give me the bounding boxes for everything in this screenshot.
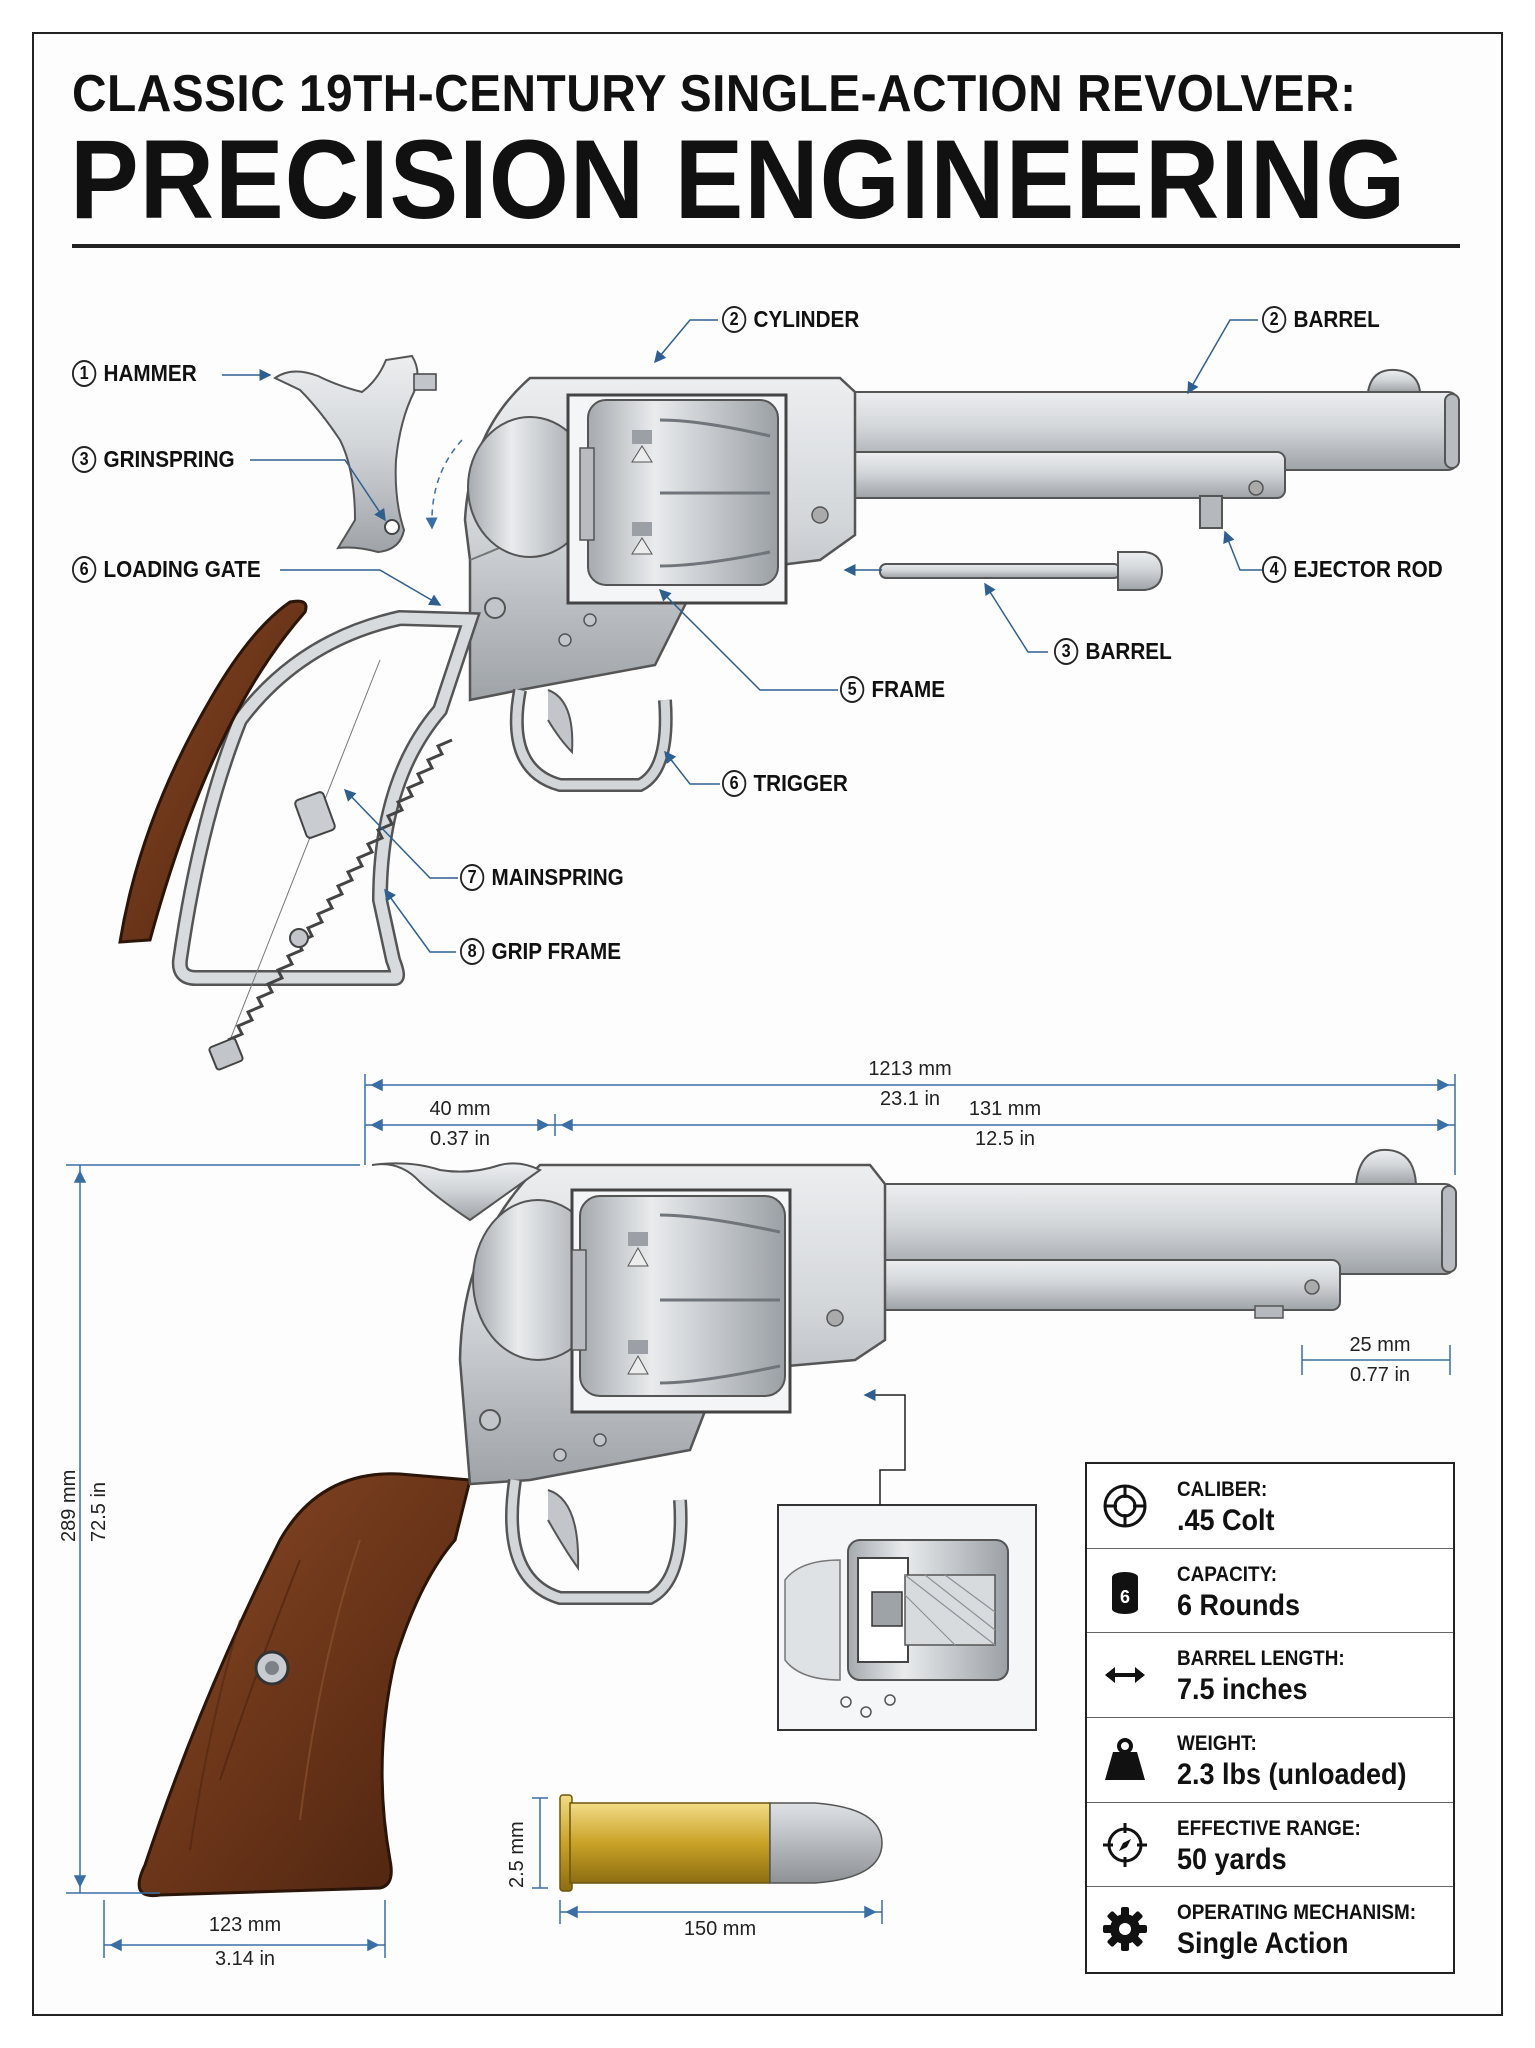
dim-cartridge-diameter: 2.5 mm — [506, 1821, 528, 1888]
spec-label: CAPACITY: — [1177, 1562, 1278, 1586]
callout-hammer: 1 HAMMER — [72, 360, 197, 387]
callout-label: EJECTOR ROD — [1293, 556, 1443, 582]
callout-label: FRAME — [871, 676, 946, 702]
dim-grip-in: 3.14 in — [214, 1948, 276, 1970]
callout-number: 4 — [1262, 556, 1287, 583]
callout-grip-frame: 8 GRIP FRAME — [460, 938, 621, 965]
callout-number: 3 — [72, 446, 97, 473]
dimension-lines — [66, 1074, 1456, 1958]
callout-number: 2 — [722, 306, 747, 333]
callout-cylinder: 2 CYLINDER — [722, 306, 859, 333]
spec-label: WEIGHT: — [1177, 1732, 1257, 1756]
callout-loading-gate: 6 LOADING GATE — [72, 556, 261, 583]
svg-text:6: 6 — [1120, 1587, 1130, 1607]
dim-height-mm: 289 mm — [58, 1469, 80, 1542]
spec-value: 7.5 inches — [1177, 1673, 1308, 1707]
title-line-1: CLASSIC 19TH-CENTURY SINGLE-ACTION REVOL… — [72, 65, 1357, 123]
callout-label: BARREL — [1293, 306, 1380, 332]
callout-number: 3 — [1054, 638, 1079, 665]
callout-barrel-lower: 3 BARREL — [1054, 638, 1172, 665]
callout-number: 2 — [1262, 306, 1287, 333]
callout-label: BARREL — [1085, 638, 1172, 664]
callout-label: GRINSPRING — [103, 446, 235, 472]
dim-rear-in: 0.37 in — [429, 1128, 491, 1150]
spec-label: CALIBER: — [1177, 1478, 1268, 1501]
dim-overall-in: 23.1 in — [879, 1088, 941, 1110]
spec-capacity: 6 CAPACITY: 6 Rounds — [1087, 1549, 1453, 1634]
weight-icon — [1105, 1738, 1145, 1781]
spec-value: .45 Colt — [1177, 1504, 1275, 1537]
dim-muzzle-in: 0.77 in — [1349, 1364, 1411, 1386]
dim-grip-mm: 123 mm — [208, 1914, 282, 1936]
target-compass-icon — [1103, 1822, 1147, 1867]
callout-leaders — [222, 319, 1262, 953]
spec-barrel-length: BARREL LENGTH: 7.5 inches — [1087, 1633, 1453, 1719]
callout-label: HAMMER — [103, 360, 197, 386]
title-rule — [72, 244, 1460, 248]
callout-number: 7 — [460, 864, 485, 891]
dim-front-in: 12.5 in — [974, 1128, 1036, 1150]
spec-label: OPERATING MECHANISM: — [1177, 1901, 1417, 1925]
callout-frame: 5 FRAME — [840, 676, 945, 703]
spec-weight: WEIGHT: 2.3 lbs (unloaded) — [1087, 1718, 1453, 1803]
spec-caliber: CALIBER: .45 Colt — [1087, 1464, 1453, 1549]
callout-barrel-top: 2 BARREL — [1262, 306, 1380, 333]
dim-cartridge-length: 150 mm — [683, 1918, 757, 1940]
dim-front-mm: 131 mm — [968, 1098, 1042, 1120]
spec-operating-mechanism: OPERATING MECHANISM: Single Action — [1087, 1887, 1453, 1972]
title-line-2: PRECISION ENGINEERING — [70, 117, 1407, 242]
dim-height-in: 72.5 in — [88, 1481, 110, 1542]
spec-value: 6 Rounds — [1177, 1588, 1301, 1622]
spec-value: Single Action — [1177, 1927, 1349, 1961]
cartridge-illustration — [559, 1794, 883, 1892]
callout-mainspring: 7 MAINSPRING — [460, 864, 624, 891]
callout-label: TRIGGER — [753, 770, 848, 796]
specs-panel: CALIBER: .45 Colt 6 CAPACITY: 6 Rounds B… — [1085, 1462, 1455, 1974]
callout-number: 8 — [460, 938, 485, 965]
callout-label: MAINSPRING — [491, 864, 624, 890]
callout-label: CYLINDER — [753, 306, 860, 332]
spec-value: 50 yards — [1177, 1842, 1287, 1876]
assembled-revolver — [137, 1148, 1457, 1898]
spec-effective-range: EFFECTIVE RANGE: 50 yards — [1087, 1803, 1453, 1888]
callout-number: 6 — [722, 770, 747, 797]
callout-label: LOADING GATE — [103, 556, 261, 582]
cartridge-6-icon: 6 — [1112, 1571, 1138, 1614]
spec-label: EFFECTIVE RANGE: — [1177, 1816, 1361, 1840]
callout-number: 5 — [840, 676, 865, 703]
callout-label: GRIP FRAME — [491, 938, 622, 964]
gear-icon — [1103, 1907, 1147, 1952]
exploded-revolver — [118, 354, 1460, 1071]
callout-trigger: 6 TRIGGER — [722, 770, 848, 797]
dim-rear-mm: 40 mm — [429, 1098, 491, 1120]
callout-number: 1 — [72, 360, 97, 387]
spec-label: BARREL LENGTH: — [1177, 1647, 1345, 1671]
callout-ejector-rod: 4 EJECTOR ROD — [1262, 556, 1443, 583]
callout-grinspring: 3 GRINSPRING — [72, 446, 235, 473]
cylinder-cutaway-inset — [777, 1389, 1037, 1731]
dim-muzzle-mm: 25 mm — [1349, 1334, 1411, 1356]
spec-value: 2.3 lbs (unloaded) — [1177, 1758, 1407, 1792]
callout-number: 6 — [72, 556, 97, 583]
double-arrow-icon — [1105, 1667, 1145, 1684]
dim-overall-mm: 1213 mm — [868, 1058, 952, 1080]
crosshair-icon — [1103, 1484, 1147, 1528]
